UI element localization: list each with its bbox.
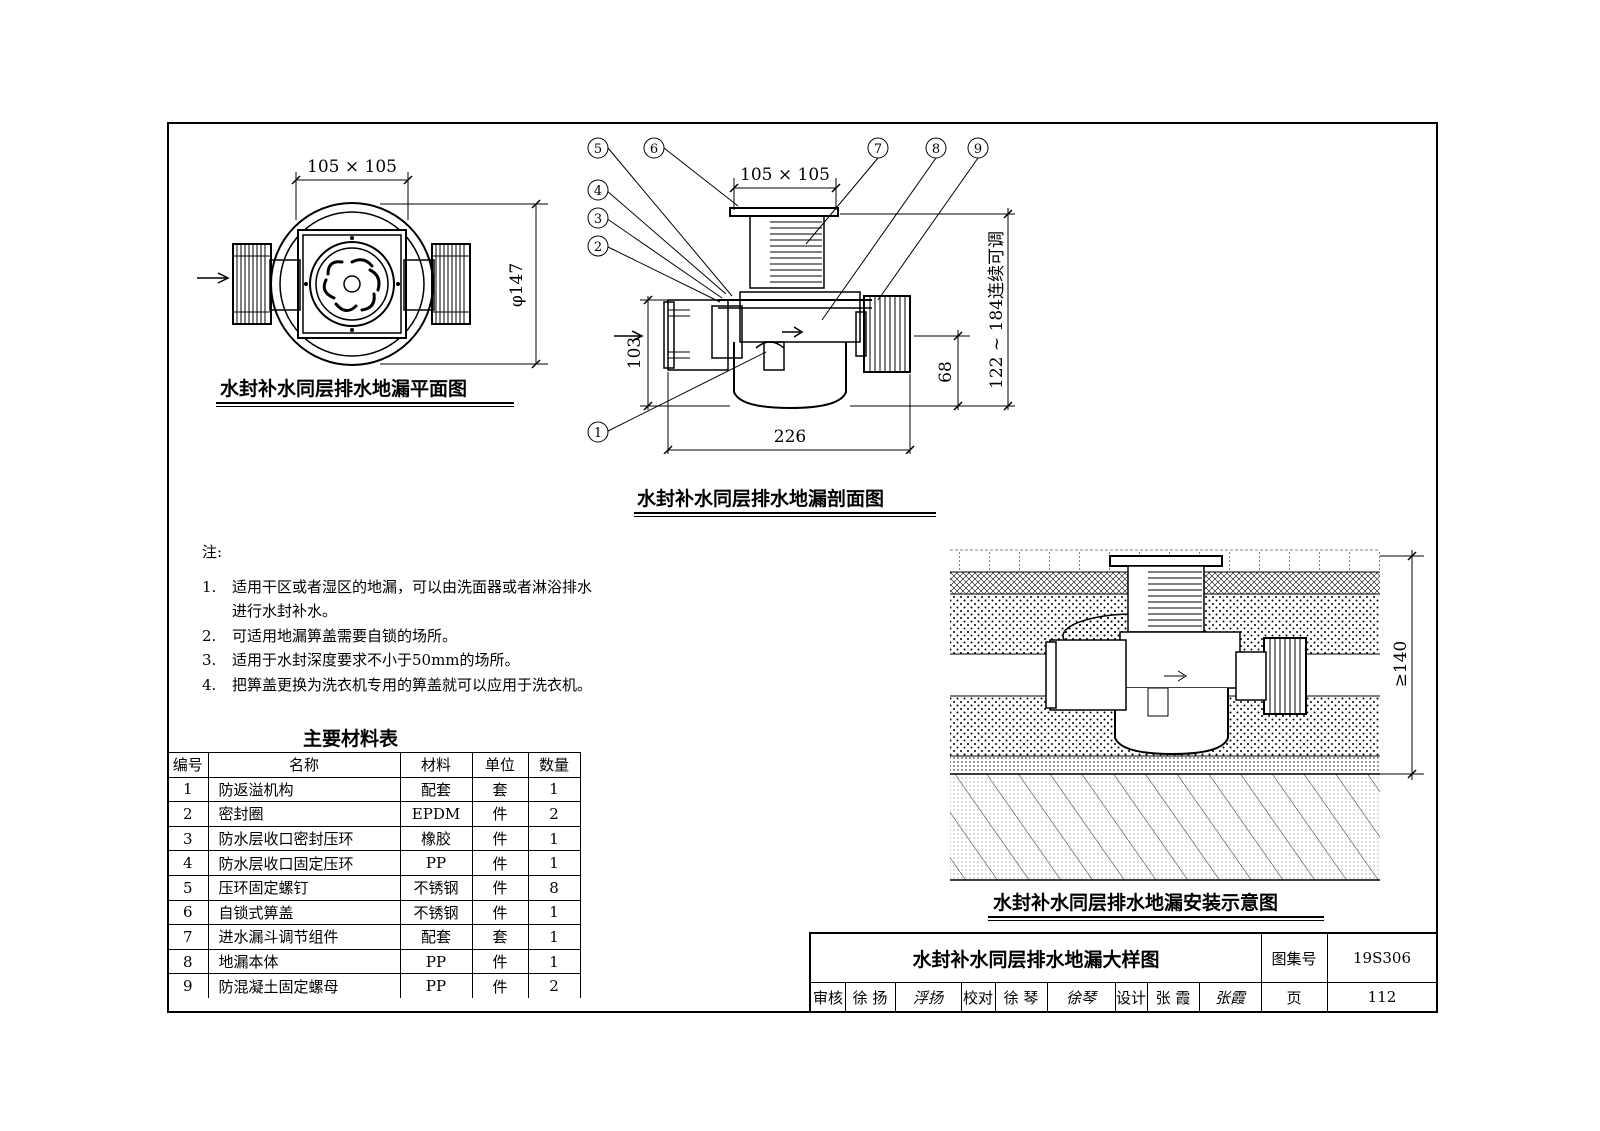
checker-signature: 徐琴 <box>1065 988 1096 1007</box>
callout-2: 2 <box>594 240 602 255</box>
callout-6: 6 <box>650 142 658 157</box>
design-label: 设计 <box>1115 988 1146 1007</box>
note-item: 1.适用干区或者湿区的地漏，可以由洗面器或者淋浴排水 <box>202 577 593 596</box>
section-dim-right-large: 122 ~ 184连续可调 <box>987 231 1007 389</box>
callout-7: 7 <box>874 142 882 157</box>
plan-view-drawing: 105 × 105 φ147 <box>197 157 548 369</box>
note-item: 2.可适用地漏箅盖需要自锁的场所。 <box>202 626 458 645</box>
notes-title: 注: <box>202 543 223 561</box>
section-dim-right-small: 68 <box>936 361 956 383</box>
note-item-continuation: 进行水封补水。 <box>232 602 338 620</box>
callout-3: 3 <box>594 212 602 227</box>
section-dim-bottom: 226 <box>774 427 806 447</box>
title-block: 水封补水同层排水地漏大样图 图集号 19S306 审核 徐 扬 浮扬 校对 徐 … <box>809 932 1437 1012</box>
atlas-number: 19S306 <box>1353 949 1411 967</box>
col-header: 数量 <box>527 752 581 778</box>
col-header: 单位 <box>471 752 529 778</box>
installation-view-drawing: ≥140 <box>950 549 1424 881</box>
table-header-row: 编号 名称 材料 单位 数量 <box>168 752 581 778</box>
install-caption: 水封补水同层排水地漏安装示意图 <box>993 892 1279 914</box>
callout-1: 1 <box>594 426 602 441</box>
section-dim-left: 103 <box>625 337 645 369</box>
plan-caption: 水封补水同层排水地漏平面图 <box>220 378 468 400</box>
page-label: 页 <box>1286 988 1302 1007</box>
col-header: 材料 <box>399 752 473 778</box>
page-number: 112 <box>1367 988 1397 1006</box>
drawing-frame <box>167 122 1438 1013</box>
drawing-title: 水封补水同层排水地漏大样图 <box>912 948 1160 971</box>
section-view-drawing: 1 2 3 4 5 6 7 8 9 105 × 105 103 68 122 ~… <box>587 137 1015 454</box>
plan-dim-top: 105 × 105 <box>307 157 397 177</box>
atlas-label: 图集号 <box>1271 949 1317 968</box>
note-item: 4.把箅盖更换为洗衣机专用的箅盖就可以应用于洗衣机。 <box>202 675 593 694</box>
plan-dim-right: φ147 <box>507 263 527 307</box>
designer-signature: 张霞 <box>1214 988 1245 1007</box>
callout-5: 5 <box>594 142 602 157</box>
callout-4: 4 <box>594 184 602 199</box>
section-dim-top: 105 × 105 <box>740 165 830 185</box>
callout-8: 8 <box>932 142 940 157</box>
reviewer-name: 徐 扬 <box>852 988 888 1007</box>
notes: 注: 1.适用干区或者湿区的地漏，可以由洗面器或者淋浴排水 进行水封补水。 2.… <box>202 540 592 697</box>
note-item: 3.适用于水封深度要求不小于50mm的场所。 <box>202 651 520 669</box>
review-label: 审核 <box>812 988 843 1007</box>
col-header: 编号 <box>168 752 209 778</box>
col-header: 名称 <box>207 752 401 778</box>
callout-9: 9 <box>974 142 982 157</box>
install-dim-right: ≥140 <box>1391 641 1411 688</box>
checker-name: 徐 琴 <box>1003 988 1039 1007</box>
designer-name: 张 霞 <box>1155 988 1191 1007</box>
materials-title: 主要材料表 <box>303 728 399 750</box>
reviewer-signature: 浮扬 <box>912 988 943 1007</box>
section-caption: 水封补水同层排水地漏剖面图 <box>637 488 885 510</box>
check-label: 校对 <box>962 988 993 1007</box>
